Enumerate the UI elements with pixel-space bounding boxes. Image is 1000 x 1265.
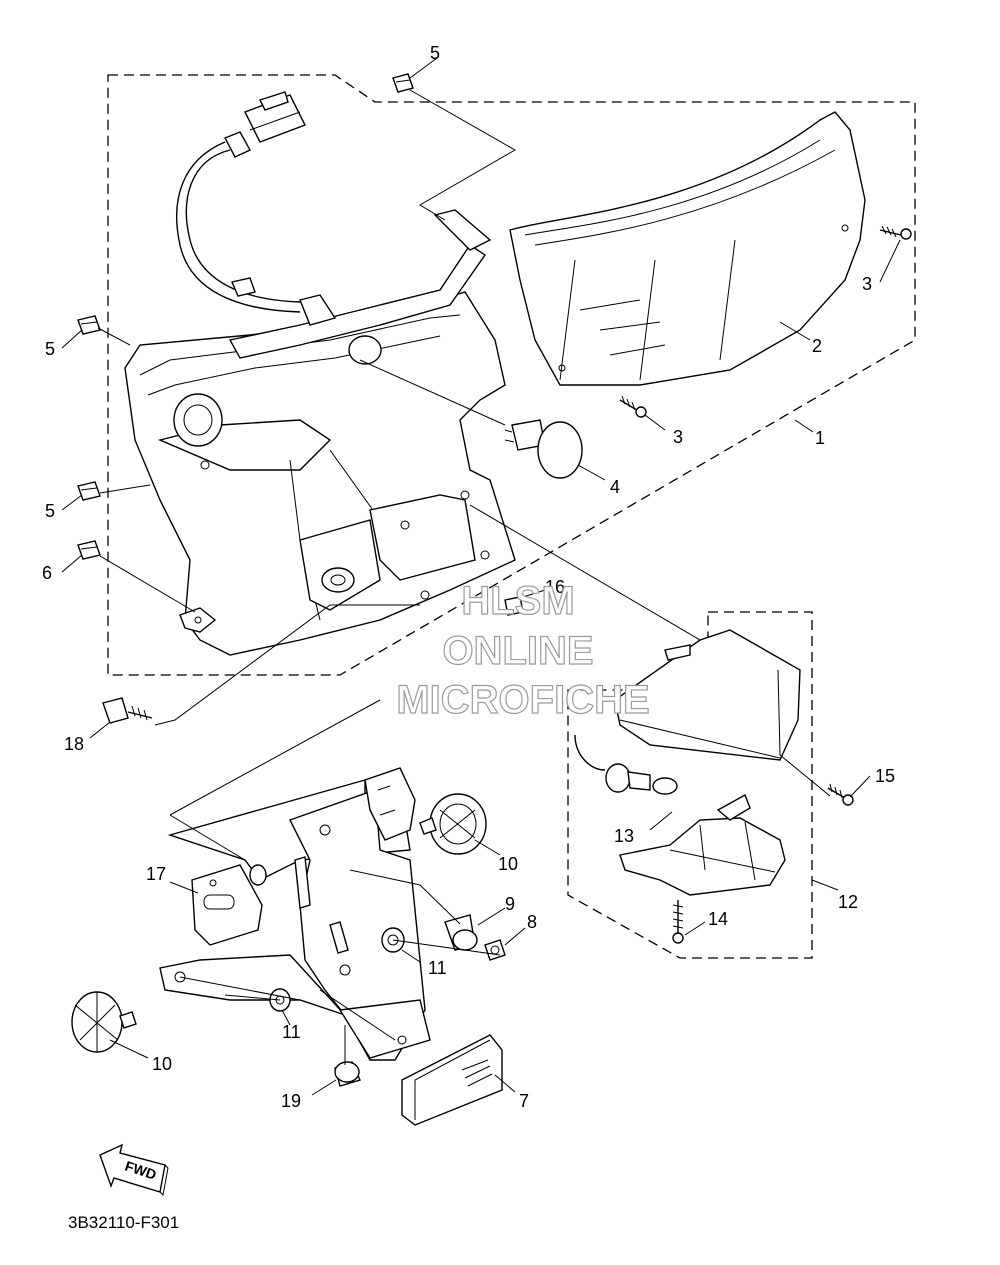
clip-16 [504,596,524,616]
reflector-10-right [419,793,487,855]
callout-4: 4 [610,477,620,497]
callout-13: 13 [614,826,634,846]
callout-1: 1 [815,428,825,448]
tail-lamp-lens [509,111,866,386]
callout-7: 7 [519,1091,529,1111]
callout-19: 19 [281,1091,301,1111]
callout-3-lower: 3 [673,427,683,447]
wire-harness [176,91,306,313]
callout-15: 15 [875,766,895,786]
watermark-line-2: ONLINE [442,629,593,673]
callout-11-right: 11 [428,958,447,978]
callout-5-mid: 5 [45,501,55,521]
clip-5-left [77,315,101,335]
watermark-line-1: HLSM [461,579,574,623]
callout-3-upper: 3 [862,274,872,294]
reflector-10-left [71,991,137,1053]
bolt-18 [102,697,153,724]
license-lamp-assembly [574,629,854,944]
callout-18: 18 [64,734,84,754]
bracket-17 [191,864,267,946]
watermark-line-3: MICROFICHE [396,678,649,722]
tail-lamp-housing [124,209,516,656]
clip-5-mid [77,481,101,501]
nut-8 [484,939,506,961]
fwd-arrow-icon: FWD [99,1143,169,1197]
callout-12: 12 [838,892,858,912]
assembly-1-boundary [107,74,916,676]
callout-10-right: 10 [498,854,518,874]
damper-19 [334,1061,361,1087]
screw-3-lower [619,395,647,418]
callout-8: 8 [527,912,537,932]
callout-14: 14 [708,909,728,929]
callout-17: 17 [146,864,166,884]
callout-10-left: 10 [152,1054,172,1074]
diagram-code: 3B32110-F301 [68,1213,179,1232]
reflector-7 [401,1034,503,1126]
callout-2: 2 [812,336,822,356]
callout-6: 6 [42,563,52,583]
callout-16: 16 [545,577,565,597]
callout-5-left: 5 [45,339,55,359]
callout-11-left: 11 [282,1022,301,1042]
grommet-9 [444,914,478,951]
leader-lines [61,57,901,1096]
callout-5-top: 5 [430,43,440,63]
clip-6 [77,540,101,560]
callout-9: 9 [505,894,515,914]
watermark: HLSM ONLINE MICROFICHE [396,578,651,722]
bulb-4 [504,419,583,479]
clip-5-top [392,73,414,93]
screw-3-upper [879,225,912,240]
